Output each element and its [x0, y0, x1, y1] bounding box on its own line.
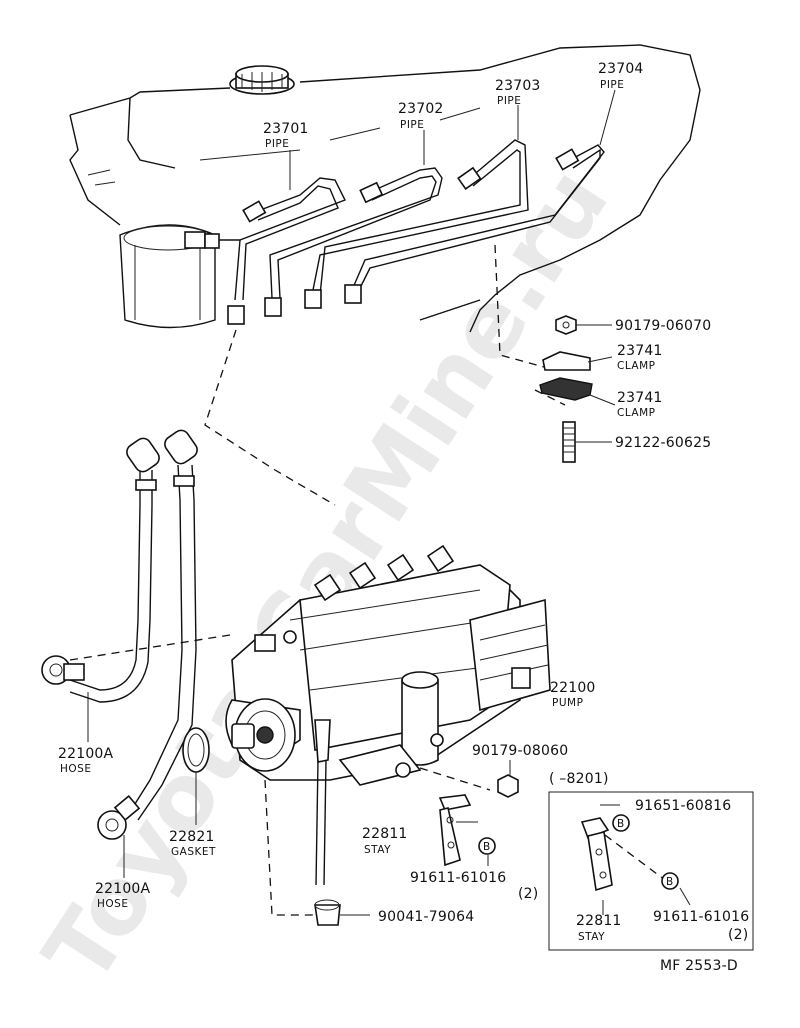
callout-22821-name: GASKET	[171, 846, 216, 858]
marker-b-1: B	[483, 841, 491, 853]
callout-23704-name: PIPE	[600, 79, 624, 91]
callout-22100-number: 22100	[550, 680, 596, 696]
injection-pipes	[200, 139, 605, 301]
callout-23701-name: PIPE	[265, 138, 289, 150]
callout-23702-number: 23702	[398, 101, 444, 117]
callout-91611-a-number: 91611-61016	[410, 870, 506, 886]
callout-23741-a-number: 23741	[617, 343, 663, 359]
callout-22100a-1-number: 22100A	[58, 746, 114, 762]
bolt-markers: B B B	[478, 814, 679, 890]
callout-22821-number: 22821	[169, 829, 215, 845]
callout-23741-b-name: CLAMP	[617, 407, 656, 419]
callout-90179-08060: 90179-08060	[472, 743, 568, 759]
injection-pump	[225, 544, 551, 886]
callout-23703-name: PIPE	[497, 95, 521, 107]
callout-22811-a-number: 22811	[362, 826, 408, 842]
fuel-hoses	[41, 429, 198, 840]
clamp-parts	[539, 315, 593, 463]
callout-91611-b-qty: (2)	[728, 927, 748, 943]
callout-22811-b-name: STAY	[578, 931, 605, 943]
inset-panel: ( –8201)	[548, 771, 754, 951]
callout-22811-a-name: STAY	[364, 844, 391, 856]
callout-23703-number: 23703	[495, 78, 541, 94]
reference-code: MF 2553-D	[660, 958, 738, 974]
callout-22811-b-number: 22811	[576, 913, 622, 929]
callout-90041-79064: 90041-79064	[378, 909, 474, 925]
callout-91611-a-qty: (2)	[518, 886, 538, 902]
pump-hardware	[314, 774, 519, 926]
engine-head-outline	[69, 44, 701, 333]
callout-23704-number: 23704	[598, 61, 644, 77]
callout-91611-b-number: 91611-61016	[653, 909, 749, 925]
assembly-leaders	[69, 244, 666, 916]
callout-22100a-1-name: HOSE	[60, 763, 91, 775]
pipe-fittings	[184, 148, 580, 325]
callout-92122-60625: 92122-60625	[615, 435, 711, 451]
callout-23741-b-number: 23741	[617, 390, 663, 406]
part-callout-labels: 23701 PIPE 23702 PIPE 23703 PIPE 23704 P…	[58, 61, 749, 974]
callout-22100a-2-name: HOSE	[97, 898, 128, 910]
marker-b-2: B	[617, 818, 625, 830]
callout-23701-number: 23701	[263, 121, 309, 137]
callout-22100a-2-number: 22100A	[95, 881, 151, 897]
callout-22100-name: PUMP	[552, 697, 583, 709]
callout-90179-06070: 90179-06070	[615, 318, 711, 334]
marker-b-3: B	[666, 876, 674, 888]
callout-23741-a-name: CLAMP	[617, 360, 656, 372]
watermark: Toyota CarMine.ru	[24, 150, 629, 1002]
callout-23702-name: PIPE	[400, 119, 424, 131]
callout-91651-60816: 91651-60816	[635, 798, 731, 814]
gasket-part	[182, 727, 210, 773]
inset-label: ( –8201)	[549, 771, 609, 787]
